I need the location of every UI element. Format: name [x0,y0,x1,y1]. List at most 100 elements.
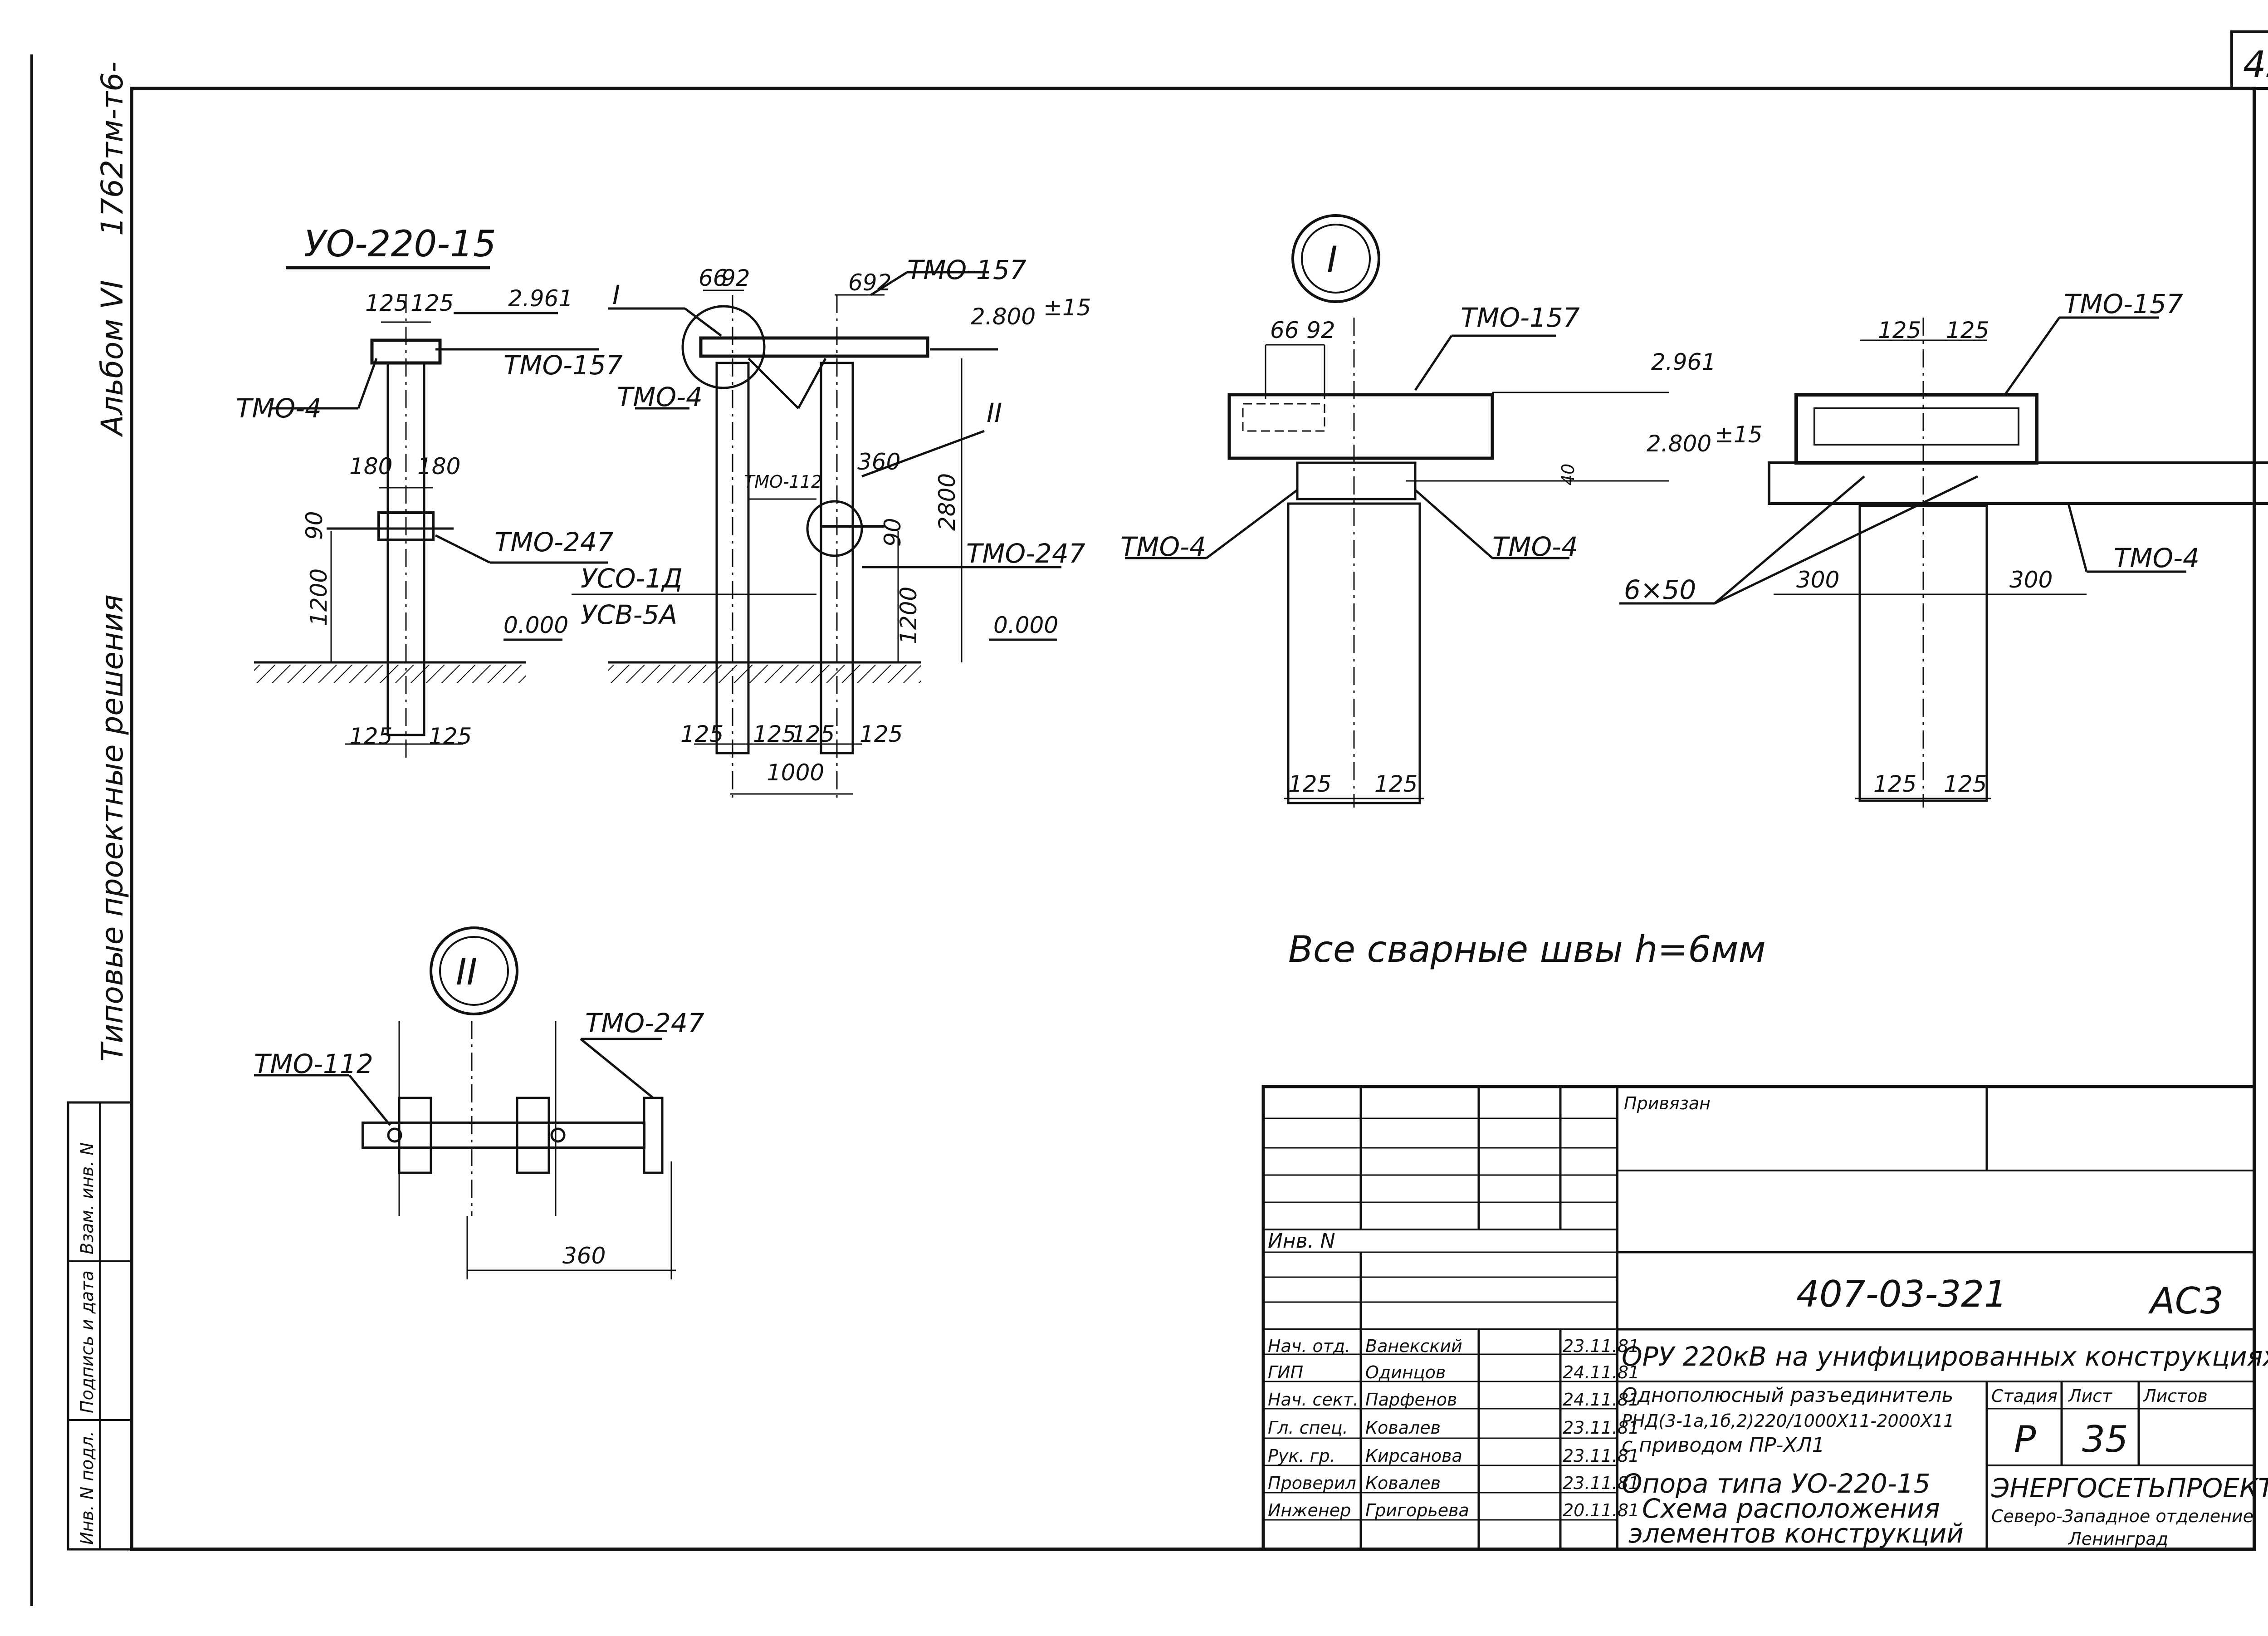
detail-I-circle [1291,214,1380,303]
label-tmo112-mid: ТМО-112 [744,472,822,492]
detail-I-dim-125-b: 125 [1374,771,1418,797]
detail-I-dim-125-a: 125 [1288,771,1331,797]
tb-sheet-code: АС3 [2148,1280,2223,1322]
detail-I-plate [1296,461,1417,500]
tb-sheets-header: Листов [2142,1386,2208,1406]
tb-privyazan: Привязан [1624,1093,1711,1113]
dim-125-e: 125 [680,721,723,747]
callout-circle-II [806,500,863,557]
dim-92: 92 [721,265,750,291]
tb-doc-code: 407-03-321 [1796,1273,2007,1315]
label-uso: УСО-1Д [581,563,683,594]
detail-I-side-plate [1768,461,2268,505]
detail-I-dim-66: 66 [1270,317,1299,343]
dim-125-a: 125 [365,290,408,316]
margin-field-1: Инв. N подл. [77,1431,97,1545]
label-tmo157-left: ТМО-157 [503,350,623,381]
detail-I-label-tmo4-left: ТМО-4 [1120,531,1206,562]
elev-2961-left: 2.961 [508,285,573,312]
sig-role: Нач. отд. [1268,1336,1350,1356]
tb-stage: Р [2014,1418,2036,1460]
dim-692: 692 [848,269,891,296]
detail-I-beam [1227,393,1494,460]
left-pole-bracket [377,511,435,541]
dim-1000: 1000 [767,759,824,786]
detail-II-circle [430,926,518,1015]
margin-field-2: Подпись и дата [77,1270,97,1413]
sig-date: 23.11.81 [1563,1418,1639,1438]
sig-name: Ковалев [1365,1473,1441,1493]
detail-I-tol: ±15 [1715,421,1763,448]
tb-equipment-2: РНД(3-1а,1б,2)220/1000Х11-2000Х11 [1622,1411,1954,1431]
detail-II-label-tmo112: ТМО-112 [254,1048,373,1079]
main-view-title: УО-220-15 [304,223,496,265]
sig-name: Одинцов [1365,1362,1446,1382]
mark-I-main: I [612,279,620,310]
detail-I-side-dim-300-a: 300 [1796,567,1839,593]
label-tmo247-mid: ТМО-247 [966,538,1085,569]
beam-tmo157 [699,336,929,358]
dim-90: 90 [301,511,327,540]
dim-2800: 2800 [934,473,960,531]
tb-org-3: Ленинград [2068,1529,2168,1549]
sig-role: Гл. спец. [1268,1418,1348,1438]
sig-role: Рук. гр. [1268,1446,1335,1466]
sig-date: 23.11.81 [1563,1336,1639,1356]
sig-name: Кирсанова [1365,1446,1462,1466]
vertical-code: 1762тм-т6- [95,62,130,236]
sig-date: 20.11.81 [1563,1500,1639,1520]
detail-I-side-beam [1794,393,2038,465]
detail-II-mark: II [456,951,477,993]
detail-II: II ТМО-112 ТМО-247 360 [254,926,704,1279]
sheet-number: 42 [2243,44,2268,86]
tb-org-2: Северо-Западное отделение [1991,1506,2253,1526]
sig-date: 24.11.81 [1563,1362,1639,1382]
detail-II-bracket [362,1122,645,1149]
dim-125-b: 125 [411,290,454,316]
tb-sheet-header: Лист [2068,1386,2113,1406]
dim-125-g: 125 [792,721,835,747]
dim-1200-b: 1200 [895,587,922,644]
detail-I-label-tmo4-right: ТМО-4 [1492,531,1578,562]
margin-field-3: Взам. инв. N [77,1142,97,1254]
label-tmo4-mid: ТМО-4 [617,382,703,412]
dim-125-h: 125 [860,721,903,747]
sig-role: Проверил [1268,1473,1356,1493]
title-block: Привязан Инв. N 407-03-321 АС3 ОРУ 220кВ… [1261,1085,2268,1551]
album-label: Альбом VI [95,280,130,437]
detail-I-side-label-tmo4: ТМО-4 [2114,543,2200,573]
tol-15: ±15 [1043,294,1091,321]
tb-equipment-1: Однополюсный разъединитель [1622,1384,1953,1407]
weld-note: Все сварные швы h=6мм [1288,928,1766,970]
detail-I-elev-2961: 2.961 [1651,349,1716,375]
dim-66: 66 [699,265,728,291]
dim-360: 360 [857,449,900,475]
callout-circle-I [681,305,766,389]
detail-I-side-label-tmo157: ТМО-157 [2064,289,2183,319]
detail-I-side: ТМО-157 ТМО-4 6×50 125 125 300 300 125 1… [1619,289,2268,808]
sig-role: ГИП [1268,1362,1303,1382]
sig-date: 23.11.81 [1563,1473,1639,1493]
detail-I-side-label-weld: 6×50 [1624,574,1696,605]
sig-role: Нач. сект. [1268,1390,1359,1410]
tb-sheet: 35 [2082,1418,2128,1460]
dim-180-b: 180 [417,453,460,480]
detail-I-side-dim-125-d: 125 [1944,771,1987,797]
main-view: УО-220-15 ТМО-4 ТМО-157 ТМО-247 125 125 … [236,223,1091,798]
tb-stage-header: Стадия [1991,1386,2058,1406]
side-captions: 1762тм-т6- Альбом VI Типовые проектные р… [77,62,130,1545]
dim-1200: 1200 [306,568,332,626]
detail-I-side-dim-125-c: 125 [1873,771,1916,797]
detail-I-mark: I [1327,239,1338,281]
label-usv: УСВ-5А [581,599,677,630]
detail-I-dim-92: 92 [1306,317,1335,343]
elev-2800: 2.800 [971,304,1036,330]
tb-drawing-3: элементов конструкций [1628,1518,1964,1549]
series-title: Типовые проектные решения [95,594,130,1062]
detail-I-elev-2800: 2.800 [1647,431,1711,457]
sig-name: Ванекский [1365,1336,1462,1356]
dim-125-d: 125 [429,723,472,749]
dim-125-f: 125 [753,721,796,747]
